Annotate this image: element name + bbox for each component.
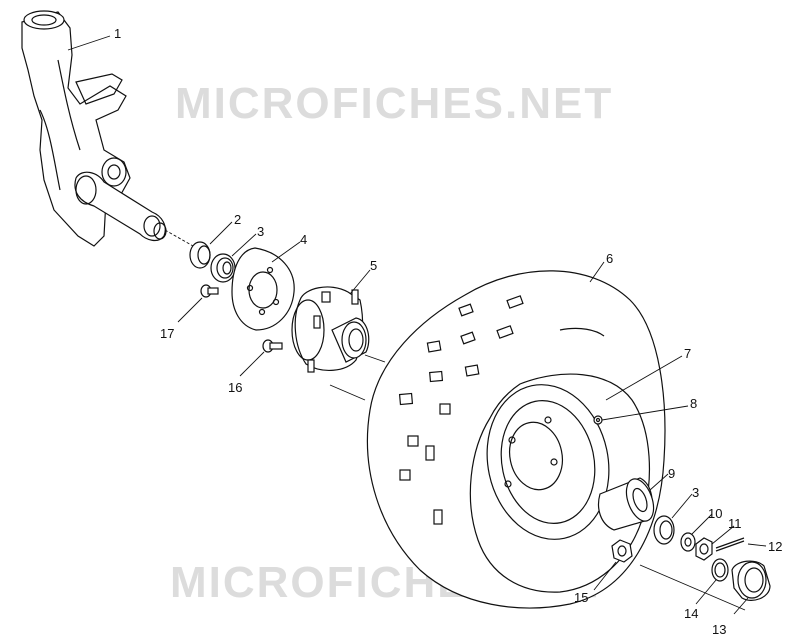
callout-12: 12: [768, 539, 782, 554]
part-5-hub: [291, 286, 370, 373]
callout-1: 1: [114, 26, 121, 41]
callout-8: 8: [690, 396, 697, 411]
callout-14: 14: [684, 606, 698, 621]
part-11-nut: [695, 537, 713, 561]
part-4-brake-disc: [231, 247, 295, 331]
leader-lines: [67, 35, 767, 615]
callout-5: 5: [370, 258, 377, 273]
callout-2: 2: [234, 212, 241, 227]
callout-16: 16: [228, 380, 242, 395]
callout-3b: 3: [692, 485, 699, 500]
part-15-lug-nut: [611, 539, 633, 563]
callout-13: 13: [712, 622, 726, 637]
tire-tread: [398, 295, 524, 525]
part-9-spacer: [597, 477, 655, 531]
callout-labels: 1 2 3 4 5 6 7 8 9 3 10 11 12 13 14 15 16…: [114, 26, 782, 637]
callout-15: 15: [574, 590, 588, 605]
callout-17: 17: [160, 326, 174, 341]
part-13-dust-cap: [731, 560, 771, 601]
watermark-top: MICROFICHES.NET: [175, 79, 613, 128]
callout-3a: 3: [257, 224, 264, 239]
part-2-seal: [189, 241, 211, 269]
callout-7: 7: [684, 346, 691, 361]
part-1-steering-knuckle: [21, 10, 167, 247]
part-3-bearing-outer: [653, 515, 675, 545]
part-14-o-ring: [711, 558, 729, 582]
part-16-bolt: [262, 339, 283, 353]
part-3-bearing-inner: [210, 253, 236, 283]
part-12-cotter-pin: [715, 537, 745, 552]
part-7-wheel-rim: [486, 384, 610, 540]
callout-11: 11: [728, 516, 742, 531]
callout-9: 9: [668, 466, 675, 481]
callout-6: 6: [606, 251, 613, 266]
callout-10: 10: [708, 506, 722, 521]
part-10-washer: [680, 532, 696, 552]
part-17-bolt: [200, 284, 219, 298]
part-8-valve: [593, 415, 603, 425]
callout-4: 4: [300, 232, 307, 247]
